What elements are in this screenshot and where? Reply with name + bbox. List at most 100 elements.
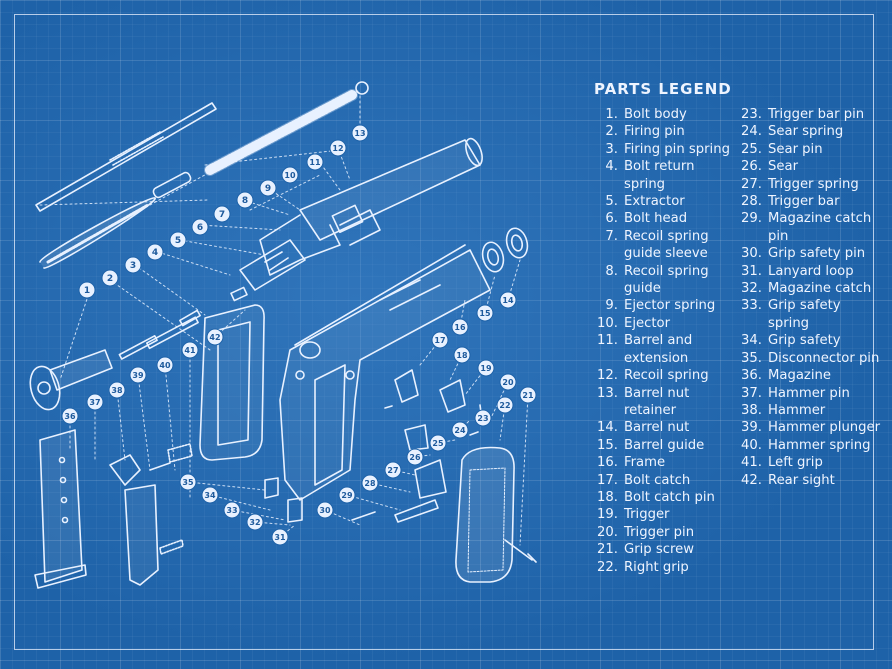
- legend-item-number: 21.: [597, 542, 618, 558]
- callout-label: 26: [409, 453, 421, 462]
- legend-item-name: Hammer spring: [768, 437, 871, 453]
- callout-label: 28: [364, 479, 376, 488]
- legend-item-number: 28.: [741, 194, 762, 210]
- legend-item-number: 29.: [741, 211, 762, 227]
- blueprint-border: [14, 14, 874, 650]
- legend-item-name: Frame: [624, 455, 666, 471]
- legend-item: 32.Magazine catch: [732, 280, 884, 297]
- legend-item: 11.Barrel and extension: [594, 332, 738, 367]
- callout-31: 31: [271, 528, 289, 546]
- callout-label: 22: [499, 401, 510, 410]
- legend-item-number: 34.: [741, 333, 762, 349]
- callout-36: 36: [61, 407, 79, 425]
- legend-item-name: Trigger spring: [768, 176, 859, 192]
- callout-label: 33: [226, 506, 237, 515]
- legend-item-name: Barrel nut retainer: [624, 385, 690, 418]
- callout-20: 20: [499, 373, 517, 391]
- callout-label: 37: [89, 398, 100, 407]
- callout-label: 17: [434, 336, 445, 345]
- legend-item-name: Bolt catch: [624, 472, 691, 488]
- callout-11: 11: [306, 153, 324, 171]
- callout-41: 41: [181, 341, 199, 359]
- legend-item-number: 24.: [741, 124, 762, 140]
- callout-9: 9: [259, 179, 277, 197]
- right-grip-drawing: [456, 448, 536, 583]
- legend-item-name: Hammer pin: [768, 385, 850, 401]
- callout-18: 18: [453, 346, 471, 364]
- legend-item-name: Trigger: [624, 507, 670, 523]
- legend-item-number: 11.: [597, 333, 618, 349]
- legend-item-name: Sear: [768, 159, 798, 175]
- callout-29: 29: [338, 486, 356, 504]
- legend-item-name: Disconnector pin: [768, 350, 880, 366]
- legend-item: 38.Hammer: [732, 402, 884, 419]
- callout-42: 42: [206, 328, 224, 346]
- legend-item-number: 32.: [741, 281, 762, 297]
- callout-bubbles: 1234567891011121314151617181920212223242…: [61, 124, 537, 546]
- callout-label: 35: [182, 478, 194, 487]
- legend-item-number: 41.: [741, 455, 762, 471]
- callout-label: 34: [204, 491, 216, 500]
- legend-item-name: Barrel nut: [624, 420, 690, 436]
- legend-item: 19.Trigger: [594, 506, 738, 523]
- legend-item: 28. Trigger bar: [732, 193, 884, 210]
- callout-label: 29: [341, 491, 353, 500]
- legend-item-name: Recoil spring guide sleeve: [624, 228, 709, 262]
- legend-item-name: Recoil spring guide: [624, 263, 709, 297]
- callout-label: 15: [479, 309, 491, 318]
- legend-item: 34.Grip safety: [732, 332, 884, 349]
- legend-item: 31. Lanyard loop: [732, 263, 884, 280]
- callout-26: 26: [406, 448, 424, 466]
- legend-item-name: Firing pin: [624, 124, 685, 140]
- legend-item: 41.Left grip: [732, 454, 884, 471]
- callout-35: 35: [179, 473, 197, 491]
- legend-item-number: 17.: [597, 472, 618, 488]
- legend-item-name: Recoil spring: [624, 368, 709, 384]
- callout-label: 1: [84, 286, 90, 296]
- legend-item: 7.Recoil spring guide sleeve: [594, 228, 738, 263]
- legend-item-number: 39.: [741, 420, 762, 436]
- callout-label: 38: [111, 386, 123, 395]
- legend-item-name: Barrel guide: [624, 437, 705, 453]
- callout-label: 36: [64, 412, 76, 421]
- legend-item: 27.Trigger spring: [732, 176, 884, 193]
- callout-23: 23: [474, 409, 492, 427]
- callout-label: 23: [477, 414, 488, 423]
- legend-item-number: 20.: [597, 524, 618, 540]
- legend-item-name: Trigger pin: [624, 524, 695, 540]
- legend-item-name: Grip safety spring: [768, 298, 841, 331]
- legend-item-name: Bolt head: [624, 211, 688, 227]
- legend-item: 9.Ejector spring: [594, 297, 738, 314]
- legend-item-name: Trigger bar: [768, 194, 840, 210]
- callout-label: 10: [284, 171, 296, 180]
- magazine-drawing: [35, 430, 86, 588]
- callout-33: 33: [223, 501, 241, 519]
- legend-item: 35.Disconnector pin: [732, 350, 884, 367]
- legend-item-name: Rear sight: [768, 472, 835, 488]
- legend-item-name: Sear pin: [768, 141, 823, 157]
- legend-item-number: 10.: [597, 315, 618, 331]
- legend-item-number: 16.: [597, 455, 618, 471]
- legend-item: 26.Sear: [732, 158, 884, 175]
- callout-label: 9: [265, 184, 271, 194]
- callout-39: 39: [129, 366, 147, 384]
- callout-label: 8: [242, 196, 248, 206]
- callout-6: 6: [191, 218, 209, 236]
- callout-label: 5: [175, 236, 181, 246]
- callout-label: 25: [432, 439, 444, 448]
- legend-item-number: 31.: [741, 263, 762, 279]
- legend-item: 12.Recoil spring: [594, 367, 738, 384]
- legend-item: 24.Sear spring: [732, 123, 884, 140]
- callout-3: 3: [124, 256, 142, 274]
- legend-item-name: Lanyard loop: [768, 263, 854, 279]
- legend-item: 42.Rear sight: [732, 472, 884, 489]
- small-parts-top: [119, 287, 247, 359]
- left-grip-drawing: [200, 305, 264, 460]
- legend-item: 25.Sear pin: [732, 141, 884, 158]
- callout-label: 24: [454, 426, 466, 435]
- legend-item-number: 38.: [741, 402, 762, 418]
- legend-item: 30.Grip safety pin: [732, 245, 884, 262]
- legend-item: 14.Barrel nut: [594, 419, 738, 436]
- legend-item-name: Ejector spring: [624, 298, 716, 314]
